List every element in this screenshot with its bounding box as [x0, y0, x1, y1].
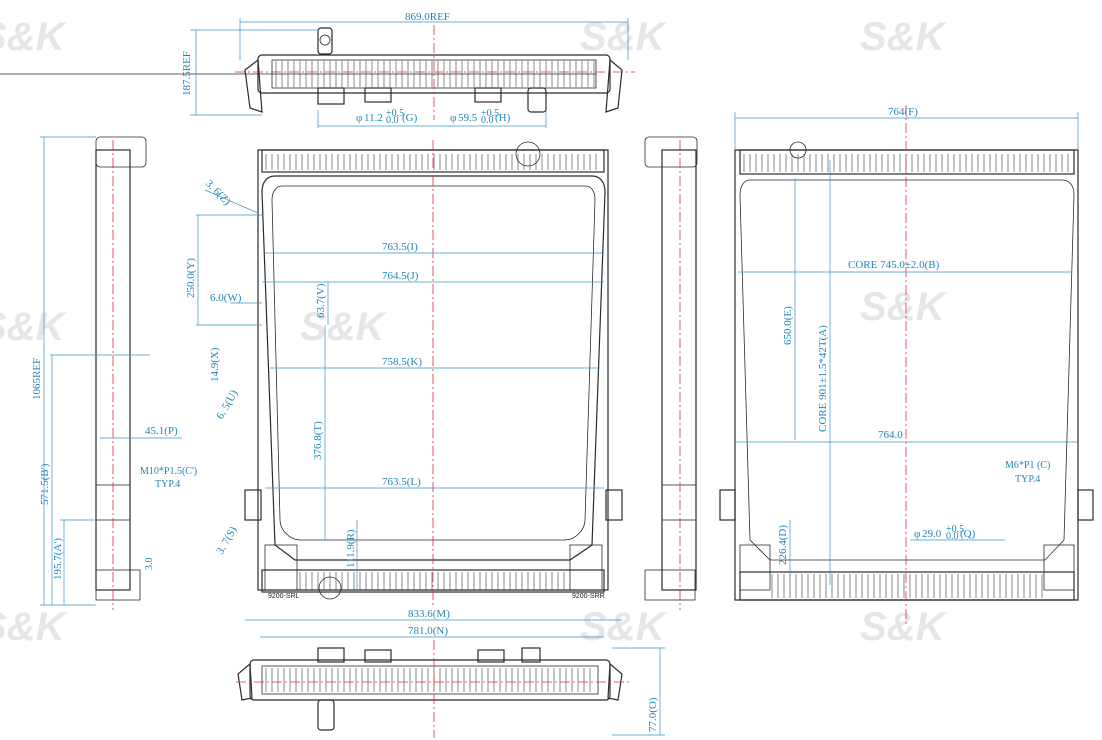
- watermark: S&K: [860, 285, 948, 329]
- watermark: S&K: [860, 605, 948, 649]
- watermark: S&K: [580, 605, 668, 649]
- dim-n: 781.0(N): [408, 625, 448, 637]
- dim-g: φ: [356, 112, 362, 124]
- watermark: S&K: [0, 305, 68, 349]
- bottom-view: 833.6(M) 781.0(N) 77.0(O): [236, 608, 665, 738]
- watermark: S&K: [0, 605, 68, 649]
- rear-view: 764(F) CORE 745.0±2.0(B) CORE 901±1.5*42…: [719, 105, 1094, 625]
- dim-q-value: 29.0: [922, 528, 942, 540]
- svg-text:(H): (H): [495, 112, 511, 124]
- dim-u: 6. 5(U): [214, 388, 240, 422]
- dim-k: 758.5(K): [382, 356, 422, 368]
- dim-o: 77.0(O): [647, 697, 659, 732]
- dim-typ-right: TYP.4: [1015, 474, 1040, 485]
- part-label-left: 9200-SRL: [268, 593, 300, 600]
- dim-d: 226.4(D): [777, 525, 789, 565]
- dim-y: 250.0(Y): [185, 258, 197, 298]
- dim-s: 3. 7(S): [214, 524, 240, 556]
- dim-x: 14.9(X): [209, 347, 221, 382]
- dim-f: 764(F): [888, 106, 918, 118]
- dim-w: 6.0(W): [210, 292, 242, 304]
- right-side-view: [644, 136, 698, 610]
- dim-e: 650.0(E): [782, 306, 794, 345]
- top-view: 869.0REF 187.5REF φ 11.2 +0.5 0.0 (G) φ …: [0, 11, 635, 128]
- front-view: 763.5(I) 764.5(J) 758.5(K) 763.5(L) 63.7…: [185, 140, 623, 605]
- watermark: S&K: [580, 15, 668, 59]
- watermarks: S&K S&K S&K S&K S&K S&K S&K S&K S&K: [0, 15, 948, 649]
- left-side-view: 1065REF 571.5(B') 195.7(A') 45.1(P) M10*…: [31, 136, 197, 610]
- dim-i: 763.5(I): [382, 241, 418, 253]
- tol-plus: +0.5: [386, 108, 404, 119]
- dim-h: φ: [450, 112, 456, 124]
- dim-v: 63.7(V): [315, 283, 327, 318]
- svg-text:(Q): (Q): [960, 528, 976, 540]
- dim-m6: M6*P1 (C): [1005, 460, 1050, 471]
- dim-typ-left: TYP.4: [155, 479, 180, 490]
- watermark: S&K: [860, 15, 948, 59]
- dim-top-height: 187.5REF: [181, 51, 193, 96]
- dim-h-value: 59.5: [458, 112, 478, 124]
- dim-g-value: 11.2: [364, 112, 383, 124]
- dim-j: 764.5(J): [382, 270, 419, 282]
- tol-zero: 0.0: [481, 115, 494, 126]
- dim-q: φ: [914, 528, 920, 540]
- dim-z: 3. 6(Z): [203, 178, 233, 208]
- watermark: S&K: [300, 305, 388, 349]
- tol-plus: +0.5: [481, 108, 499, 119]
- dim-r: 111.9(R): [345, 529, 357, 568]
- dim-p: 45.1(P): [145, 425, 178, 437]
- dim-764: 764.0: [878, 429, 903, 441]
- dim-a-prime: 195.7(A'): [52, 538, 64, 580]
- watermark: S&K: [0, 15, 68, 59]
- dim-b-prime: 571.5(B'): [39, 463, 51, 505]
- part-label-right: 9200-SRR: [572, 593, 605, 600]
- dim-top-width: 869.0REF: [405, 11, 450, 23]
- dim-o-small: 3.0: [144, 558, 155, 571]
- dim-core-width: CORE 745.0±2.0(B): [848, 259, 940, 271]
- dim-m: 833.6(M): [408, 608, 450, 620]
- svg-text:(G): (G): [402, 112, 418, 124]
- dim-l: 763.5(L): [382, 476, 421, 488]
- dim-c-prime: M10*P1.5(C'): [140, 466, 197, 477]
- dim-t: 376.8(T): [312, 421, 324, 460]
- tol-zero: 0.0: [946, 531, 959, 542]
- dim-core-height: CORE 901±1.5*42T(A): [817, 325, 829, 432]
- tol-zero: 0.0: [386, 115, 399, 126]
- dim-left-height: 1065REF: [31, 358, 43, 400]
- tol-plus: +0.5: [946, 524, 964, 535]
